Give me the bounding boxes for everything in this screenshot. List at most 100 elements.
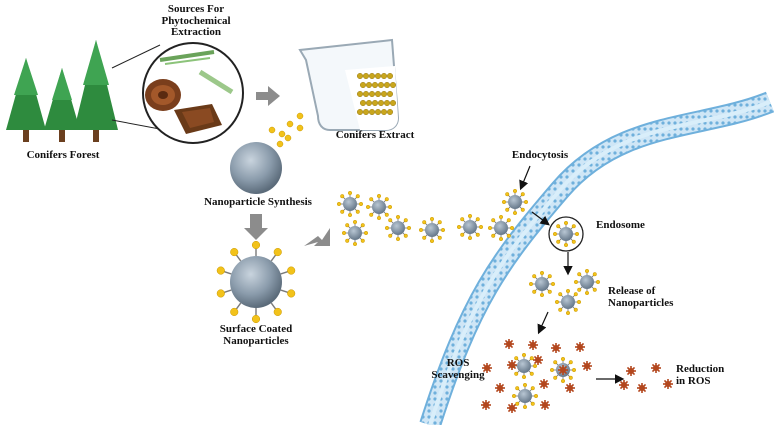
label-release: Release of Nanoparticles	[608, 285, 696, 309]
pinecone-icon	[145, 79, 181, 111]
coated-nanoparticle	[384, 214, 412, 242]
label-endosome: Endosome	[596, 219, 645, 231]
label-ros-line1: ROS	[446, 357, 470, 369]
coated-nanoparticle	[487, 214, 515, 242]
label-release-line2: Nanoparticles	[608, 296, 674, 309]
label-reduction-line1: Reduction	[676, 363, 725, 375]
extract-droplet	[372, 99, 379, 106]
coated-nanoparticle	[528, 270, 556, 298]
coated-nanoparticle	[573, 268, 601, 296]
falling-extract-drops	[268, 112, 304, 148]
label-sources: Sources For Phytochemical Extraction	[150, 3, 242, 39]
label-coated-line2: Nanoparticles	[223, 334, 289, 347]
label-sources-line3: Extraction	[170, 26, 222, 39]
ros-icon	[565, 383, 575, 393]
ros-icon	[533, 355, 543, 365]
arrow-to-cell	[304, 228, 330, 246]
surface-coated-nanoparticle	[216, 240, 296, 324]
ros-icon	[540, 400, 550, 410]
coated-nanoparticle	[216, 240, 296, 324]
extract-droplet	[369, 72, 376, 79]
endosome-vesicle	[548, 216, 584, 252]
ros-icon	[651, 363, 661, 373]
conifer-tree-icon	[74, 40, 118, 142]
extract-droplet	[378, 99, 385, 106]
extract-droplets	[357, 72, 397, 115]
extract-droplet	[369, 90, 376, 97]
coated-nanoparticle	[554, 288, 582, 316]
ros-icon	[539, 379, 549, 389]
ros-icon	[558, 365, 568, 375]
label-reduction: Reduction in ROS	[676, 363, 756, 387]
extract-droplet	[387, 72, 394, 79]
ros-icon	[551, 343, 561, 353]
conifer-forest	[6, 40, 118, 142]
label-ros-line2: Scavenging	[431, 368, 485, 381]
extract-droplet	[360, 99, 367, 106]
extract-droplet	[375, 108, 382, 115]
coated-nanoparticle	[510, 352, 538, 380]
arrow-down-to-coated	[244, 214, 268, 240]
label-coated-line1: Surface Coated	[219, 323, 293, 335]
extract-droplet	[387, 90, 394, 97]
coated-nanoparticle	[552, 220, 580, 248]
extract-drop	[296, 112, 304, 120]
ros-icon	[582, 361, 592, 371]
ros-icon	[528, 340, 538, 350]
extract-drop	[276, 140, 284, 148]
extract-drop	[286, 120, 294, 128]
extract-droplet	[375, 90, 382, 97]
conifer-tree-icon	[44, 68, 80, 142]
extract-droplet	[387, 108, 394, 115]
extract-droplet	[381, 108, 388, 115]
label-synthesis: Nanoparticle Synthesis	[204, 196, 312, 208]
extract-droplet	[381, 72, 388, 79]
coated-nanoparticle	[336, 190, 364, 218]
extract-droplet	[384, 99, 391, 106]
ros-icon	[495, 383, 505, 393]
nanoparticle-core	[230, 142, 282, 194]
coated-nanoparticle	[418, 216, 446, 244]
label-endocytosis: Endocytosis	[511, 149, 569, 161]
arrow-to-extract	[256, 86, 280, 106]
ros-icon	[482, 363, 492, 373]
extract-droplet	[363, 108, 370, 115]
ros-icon	[575, 342, 585, 352]
extract-droplet	[378, 81, 385, 88]
extract-droplet	[360, 81, 367, 88]
coated-nanoparticle	[511, 382, 539, 410]
conifer-tree-icon	[6, 58, 46, 142]
extract-droplet	[363, 90, 370, 97]
label-forest: Conifers Forest	[26, 149, 100, 161]
cell-membrane	[419, 91, 775, 425]
label-ros-scavenging: ROS Scavenging	[428, 357, 488, 381]
extract-droplet	[390, 81, 397, 88]
ros-icon	[507, 403, 517, 413]
extract-droplet	[363, 72, 370, 79]
coated-nanoparticle	[341, 219, 369, 247]
coated-nanoparticle	[501, 188, 529, 216]
ros-icon	[663, 379, 673, 389]
extract-droplet	[384, 81, 391, 88]
extract-droplet	[357, 72, 364, 79]
extract-droplet	[357, 108, 364, 115]
label-sources-line2: Phytochemical	[161, 14, 231, 27]
label-sources-line1: Sources For	[167, 3, 225, 15]
extract-droplet	[366, 99, 373, 106]
coated-nanoparticle	[456, 213, 484, 241]
ros-icon	[504, 339, 514, 349]
extract-drop	[296, 124, 304, 132]
extract-droplet	[366, 81, 373, 88]
extract-droplet	[357, 90, 364, 97]
nanoparticle-stream	[336, 188, 601, 410]
extract-drop	[268, 126, 276, 134]
label-coated: Surface Coated Nanoparticles	[196, 323, 316, 347]
extract-droplet	[372, 81, 379, 88]
extract-droplet	[369, 108, 376, 115]
ros-particles	[481, 339, 673, 413]
extract-drop	[284, 134, 292, 142]
label-release-line1: Release of	[608, 285, 656, 297]
extract-droplet	[390, 99, 397, 106]
label-reduction-line2: in ROS	[676, 374, 711, 387]
